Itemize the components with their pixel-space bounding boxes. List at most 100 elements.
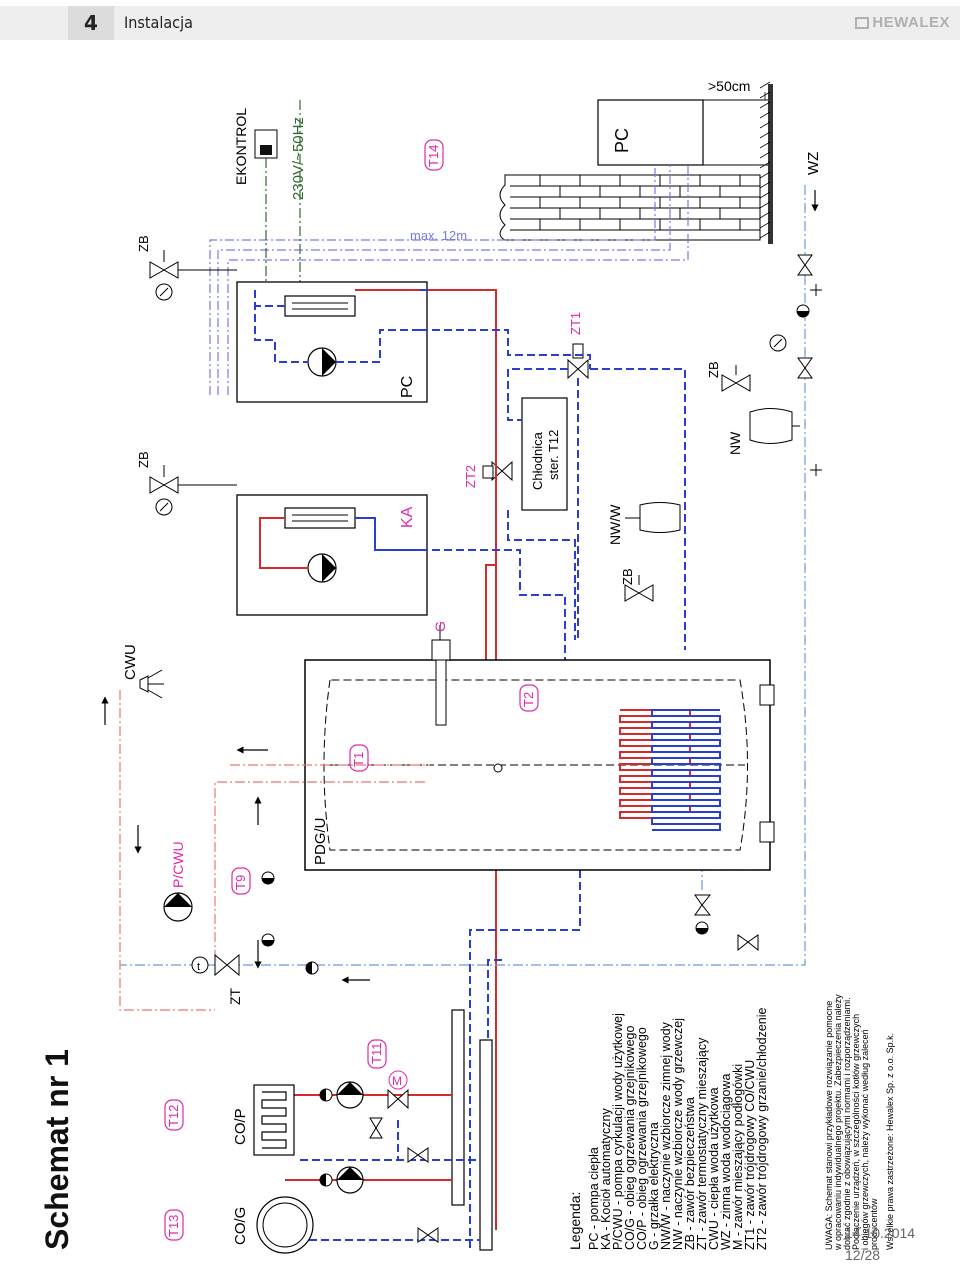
sensor-t2-tag <box>519 684 539 712</box>
water-valve-1 <box>797 254 813 276</box>
valve-zt1: ZT1 <box>567 312 589 380</box>
legend-item: G - grzałka elektryczna <box>647 1122 661 1250</box>
hot-supply-line <box>355 289 497 1230</box>
boiler-label: KA <box>399 506 416 528</box>
legend-item: PC - pompa ciepła <box>587 1147 601 1250</box>
legend: Legenda: PC - pompa ciepła KA - Kocioł a… <box>567 994 895 1251</box>
safety-valve-zb-1-label: ZB <box>136 235 151 252</box>
heat-pump-label: PC <box>612 128 632 153</box>
zt-label: ZT <box>227 987 243 1005</box>
legend-item: CO/G - obieg ogrzewania grzejnikowego <box>623 1026 637 1250</box>
safety-valve-zb-2: ZB <box>136 451 237 516</box>
heater-g-label: G <box>432 621 448 632</box>
circulation-pump: P/CWU <box>163 841 319 975</box>
legend-title: Legenda: <box>567 1192 583 1250</box>
power-label: 230V/~50Hz <box>290 117 307 200</box>
legend-item: NW - naczynie wzbiorcze wody grzewczej <box>671 1018 685 1250</box>
cog-label: CO/G <box>232 1207 249 1245</box>
max-distance-label: max. 12m <box>410 228 467 243</box>
manifold-supply <box>451 1009 465 1206</box>
safety-valve-zb-1: ZB <box>136 235 237 301</box>
tank-coil-cold <box>651 709 721 831</box>
cold-water-line <box>120 185 806 966</box>
legend-item: CO/P - obieg ogrzewania grzejnikowego <box>635 1027 649 1250</box>
sensor-t1-label: T1 <box>351 752 366 767</box>
heating-circuits: M CO/P CO/G <box>232 1070 480 1254</box>
diagram-title: Schemat nr 1 <box>39 1049 75 1250</box>
manifold-return <box>479 1039 493 1251</box>
footer-page-number: 12/28 <box>845 1247 881 1263</box>
thermostatic-valve-zt: t ZT <box>191 953 243 1005</box>
legend-note-line: w opracowaniu indywidualnego projektu. Z… <box>833 994 843 1251</box>
tank-label: PDG/U <box>312 817 329 865</box>
legend-item: ZB - zawór bezpieczeństwa <box>683 1097 697 1250</box>
cold-water-label: WZ <box>805 152 822 175</box>
mixer-m-label: M <box>392 1074 402 1088</box>
cooler-line2: ster. T12 <box>546 430 561 480</box>
legend-item: ZT1 - zawór trójdrogowy CO/CWU <box>743 1060 757 1250</box>
brand-mark-icon <box>855 17 870 29</box>
sensor-t9-tag <box>231 867 251 895</box>
copyright: Wszelkie prawa zastrzeżone: Hewalex Sp. … <box>885 1033 895 1250</box>
legend-item: ZT - zawór termostatyczny mieszający <box>695 1037 709 1250</box>
check-valve-1 <box>797 311 809 317</box>
boiler-ka: KA <box>236 494 428 616</box>
section-title: Instalacja <box>124 13 193 32</box>
legend-item: WZ - zimna woda wodociągowa <box>719 1073 733 1250</box>
sensor-t13-tag <box>164 1209 184 1241</box>
legend-note-line: UWAGA: Schemat stanowi przykładowe rozwi… <box>824 1001 834 1250</box>
heat-pump-module: PC <box>236 281 428 403</box>
return-lines <box>420 289 686 1250</box>
expansion-vessel-nw: NW <box>727 408 800 455</box>
sensor-t14-label: T14 <box>426 145 441 167</box>
cwu-label: CWU <box>122 644 139 680</box>
safety-valve-zb-4: ZB <box>706 334 787 392</box>
legend-item: P/CWU - pompa cyrkulacji wody użytkowej <box>611 1013 625 1250</box>
legend-item: NW/W - naczynie wzbiorcze zimnej wody <box>659 1021 673 1250</box>
min-distance-label: >50cm <box>708 78 750 94</box>
page-header: 4 Instalacja HEWALEX <box>0 0 960 48</box>
safety-valve-zb-3-label: ZB <box>620 568 635 585</box>
page-number: 4 <box>84 11 98 35</box>
header-tab <box>68 6 114 40</box>
cooler: Chłodnica ster. T12 <box>521 397 568 511</box>
pcwu-label: P/CWU <box>170 841 186 888</box>
legend-note-line: i obiegów grzewczych, należy wykonać wed… <box>860 1029 870 1250</box>
legend-item: M - zawór mieszający podłogówki <box>731 1064 745 1250</box>
legend-note-line: producentów <box>869 1198 879 1250</box>
sensor-t12-tag <box>164 1099 184 1131</box>
sensor-t11-label: T11 <box>369 1043 384 1064</box>
check-valve-2 <box>696 928 708 934</box>
sensor-t12-label: T12 <box>166 1105 181 1127</box>
cwu-tap: CWU <box>122 644 164 699</box>
thermostat-symbol: t <box>197 961 200 973</box>
legend-note-line: dobrać zgodnie z obowiązującymi normami … <box>842 997 852 1250</box>
cooler-line1: Chłodnica <box>530 431 545 490</box>
legend-item: KA - Kocioł automatyczny <box>599 1108 613 1250</box>
water-valve-4 <box>694 894 712 916</box>
safety-valve-zb-2-label: ZB <box>136 451 151 468</box>
brand-name: HEWALEX <box>872 14 950 31</box>
safety-valve-zb-4-label: ZB <box>706 361 721 378</box>
nww-label: NW/W <box>607 504 623 545</box>
sensor-t2-label: T2 <box>521 692 536 707</box>
sensor-t14-tag <box>424 139 444 171</box>
legend-item: ZT2 - zawór trójdrogowy grzanie/chłodzen… <box>755 1007 769 1250</box>
legend-item: CWU - ciepła woda użytkowa <box>707 1087 721 1250</box>
heat-pump-module-label: PC <box>399 376 416 398</box>
sensor-t13-label: T13 <box>166 1215 181 1237</box>
ekontrol-label: EKONTROL <box>233 108 249 185</box>
dhw-lines <box>119 690 430 1011</box>
cop-label: CO/P <box>232 1108 249 1145</box>
heat-pump-signal-lines <box>209 165 689 395</box>
sensor-t9-label: T9 <box>233 875 248 890</box>
header-bar <box>0 6 960 40</box>
valve-zt1-label: ZT1 <box>568 312 583 335</box>
ekontrol-controller: EKONTROL <box>233 108 278 185</box>
wall <box>499 174 761 241</box>
legend-note-line: Podłączenie urządzeń, w szczególności ko… <box>851 1014 861 1250</box>
footer-date: 14.10.2014 <box>845 1225 916 1241</box>
safety-valve-zb-3: ZB <box>620 568 654 602</box>
nw-label: NW <box>727 431 743 455</box>
